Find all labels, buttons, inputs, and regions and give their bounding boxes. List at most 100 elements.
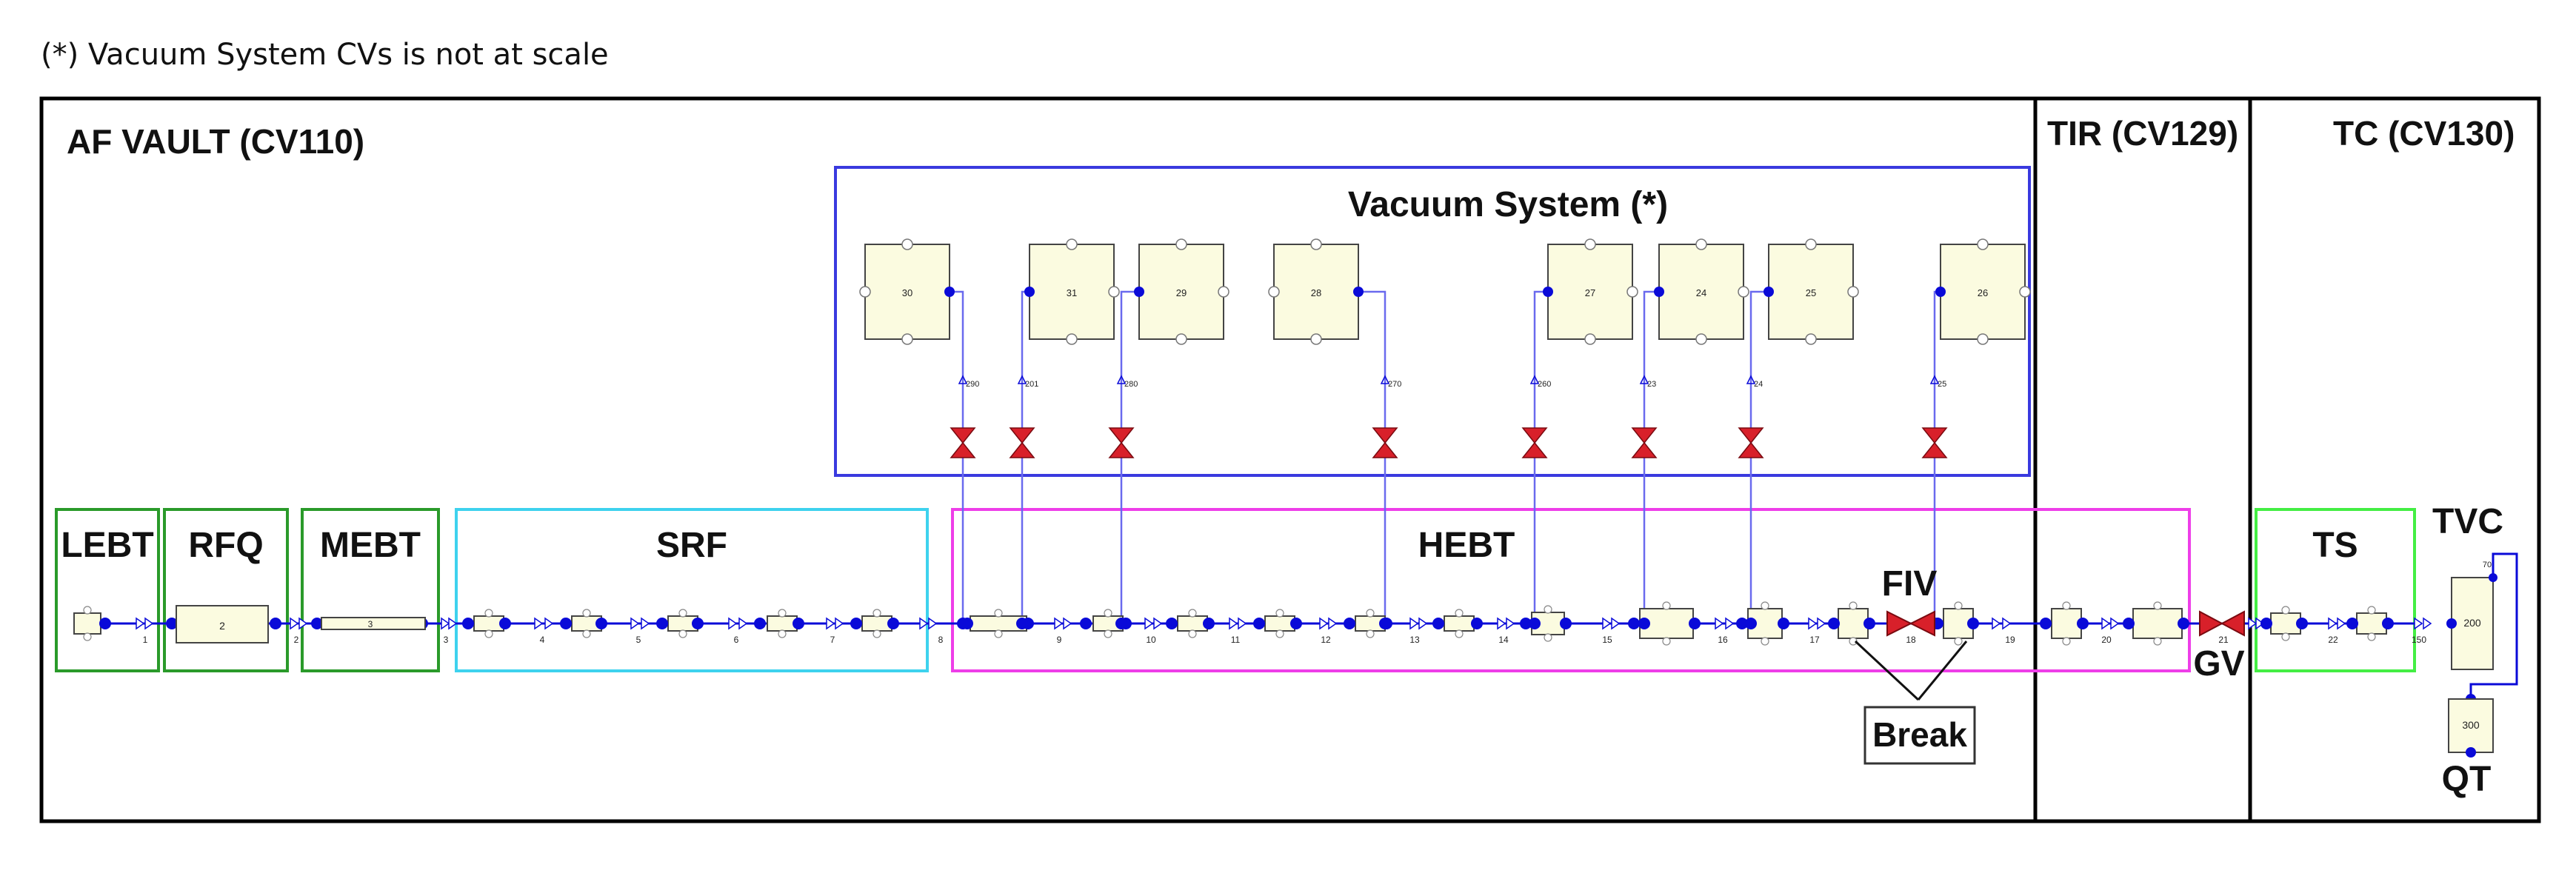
flow-arrow-icon (144, 617, 154, 630)
junction-arrow-icon (1380, 375, 1390, 384)
component-port-bottom (83, 632, 92, 641)
component-port-bottom (1104, 629, 1112, 638)
junction-arrow-icon (1639, 375, 1649, 384)
flow-arrow-icon (298, 617, 308, 630)
beam-node (1736, 618, 1748, 629)
tank-node (944, 287, 955, 297)
flow-arrow-icon (641, 617, 650, 630)
component-port-bottom (1188, 629, 1197, 638)
flow-arrow-icon (2255, 617, 2265, 630)
beam-node (692, 618, 704, 629)
qt-node-bottom (2466, 747, 2476, 758)
junction-arrow-icon (1017, 375, 1027, 384)
beam-node (754, 618, 766, 629)
tank-port-top (1175, 238, 1187, 250)
vacuum-tank-31 (1029, 244, 1115, 340)
vacuum-isolation-valves (950, 427, 1948, 629)
tank-node (1935, 287, 1946, 297)
vacuum-beam-node (1529, 618, 1541, 629)
tank-node (1134, 287, 1144, 297)
tank-port-side (1738, 286, 1749, 298)
component-port-top (1544, 605, 1552, 614)
flow-arrow-icon (1611, 617, 1621, 630)
component-port-top (2153, 601, 2162, 610)
junction-number-label: 9 (1057, 635, 1062, 645)
junction-number-label: 21 (2218, 635, 2229, 645)
beam-component-box-12 (1444, 615, 1475, 632)
vacuum-junction-label: 25 (1938, 380, 1946, 389)
section-label-rfq: RFQ (188, 526, 263, 565)
section-label-hebt: HEBT (1418, 526, 1515, 565)
junction-arrow-icon (958, 375, 968, 384)
component-port-bottom (994, 629, 1003, 638)
isolation-valve-icon (1521, 441, 1548, 458)
vacuum-tank-label: 31 (1067, 287, 1077, 298)
rfq-component-label: 2 (219, 620, 225, 632)
junction-number-label: 11 (1231, 635, 1241, 645)
tank-port-top (1584, 238, 1596, 250)
flow-arrow-icon (1409, 617, 1419, 630)
isolation-valve-icon (1738, 427, 1764, 444)
section-label-ts: TS (2312, 526, 2358, 565)
qt-component-label: 300 (2462, 719, 2480, 731)
vacuum-line-29 (1120, 290, 1139, 623)
section-box-ts (2255, 508, 2416, 672)
component-port-bottom (582, 629, 591, 638)
flow-arrow-icon (544, 617, 554, 630)
flow-arrow-icon (1238, 617, 1247, 630)
component-port-top (2367, 606, 2376, 615)
vacuum-tank-24 (1658, 244, 1744, 340)
beam-component-box-19 (2132, 608, 2183, 639)
zone-label-tir: TIR (CV129) (2047, 114, 2238, 153)
tvc-top-label: 70 (2483, 561, 2492, 569)
junction-number-label: 8 (938, 635, 944, 645)
vacuum-tank-25 (1768, 244, 1854, 340)
tank-port-side (1108, 286, 1120, 298)
isolation-valve-icon (1009, 441, 1035, 458)
component-port-top (582, 609, 591, 618)
flow-arrow-icon (1328, 617, 1338, 630)
beam-node (1560, 618, 1572, 629)
flow-arrow-icon (1319, 617, 1329, 630)
isolation-valve-icon (1738, 441, 1764, 458)
tvc-node-left (2446, 618, 2457, 629)
tank-port-bottom (1977, 333, 1989, 345)
flow-arrow-icon (441, 617, 450, 630)
beam-node (595, 618, 607, 629)
section-box-mebt (301, 508, 440, 672)
vacuum-junction-label: 260 (1538, 380, 1551, 389)
isolation-valve-icon (1108, 441, 1135, 458)
qt-component-box (2448, 698, 2494, 753)
flow-arrow-icon (1153, 617, 1163, 630)
component-port-top (1662, 601, 1671, 610)
beam-node (311, 618, 323, 629)
flow-arrow-icon (2002, 617, 2012, 630)
junction-number-label: 10 (1146, 635, 1156, 645)
component-port-top (1455, 609, 1464, 618)
component-port-bottom (2062, 637, 2071, 646)
mebt-component-label: 3 (368, 619, 373, 629)
vacuum-beam-node (1016, 618, 1028, 629)
vacuum-tank-28 (1273, 244, 1359, 340)
tank-port-top (1977, 238, 1989, 250)
beam-node (1828, 618, 1840, 629)
tank-port-bottom (1310, 333, 1322, 345)
tank-port-top (1695, 238, 1707, 250)
beam-node (1203, 618, 1215, 629)
vacuum-beam-node (957, 618, 969, 629)
flow-arrow-icon (136, 617, 145, 630)
tank-node (1543, 287, 1553, 297)
beam-node (2077, 618, 2089, 629)
beam-node (1080, 618, 1092, 629)
component-port-top (1954, 601, 1963, 610)
flow-arrow-icon (2248, 617, 2258, 630)
component-port-bottom (872, 629, 881, 638)
vacuum-beam-node (1638, 618, 1650, 629)
junction-arrow-icon (1746, 375, 1756, 384)
gv-valve-icon (2199, 610, 2245, 637)
scale-note: (*) Vacuum System CVs is not at scale (41, 38, 609, 72)
vacuum-junction-label: 24 (1754, 380, 1763, 389)
flow-arrow-icon (1808, 617, 1818, 630)
vacuum-lines (950, 290, 1941, 623)
